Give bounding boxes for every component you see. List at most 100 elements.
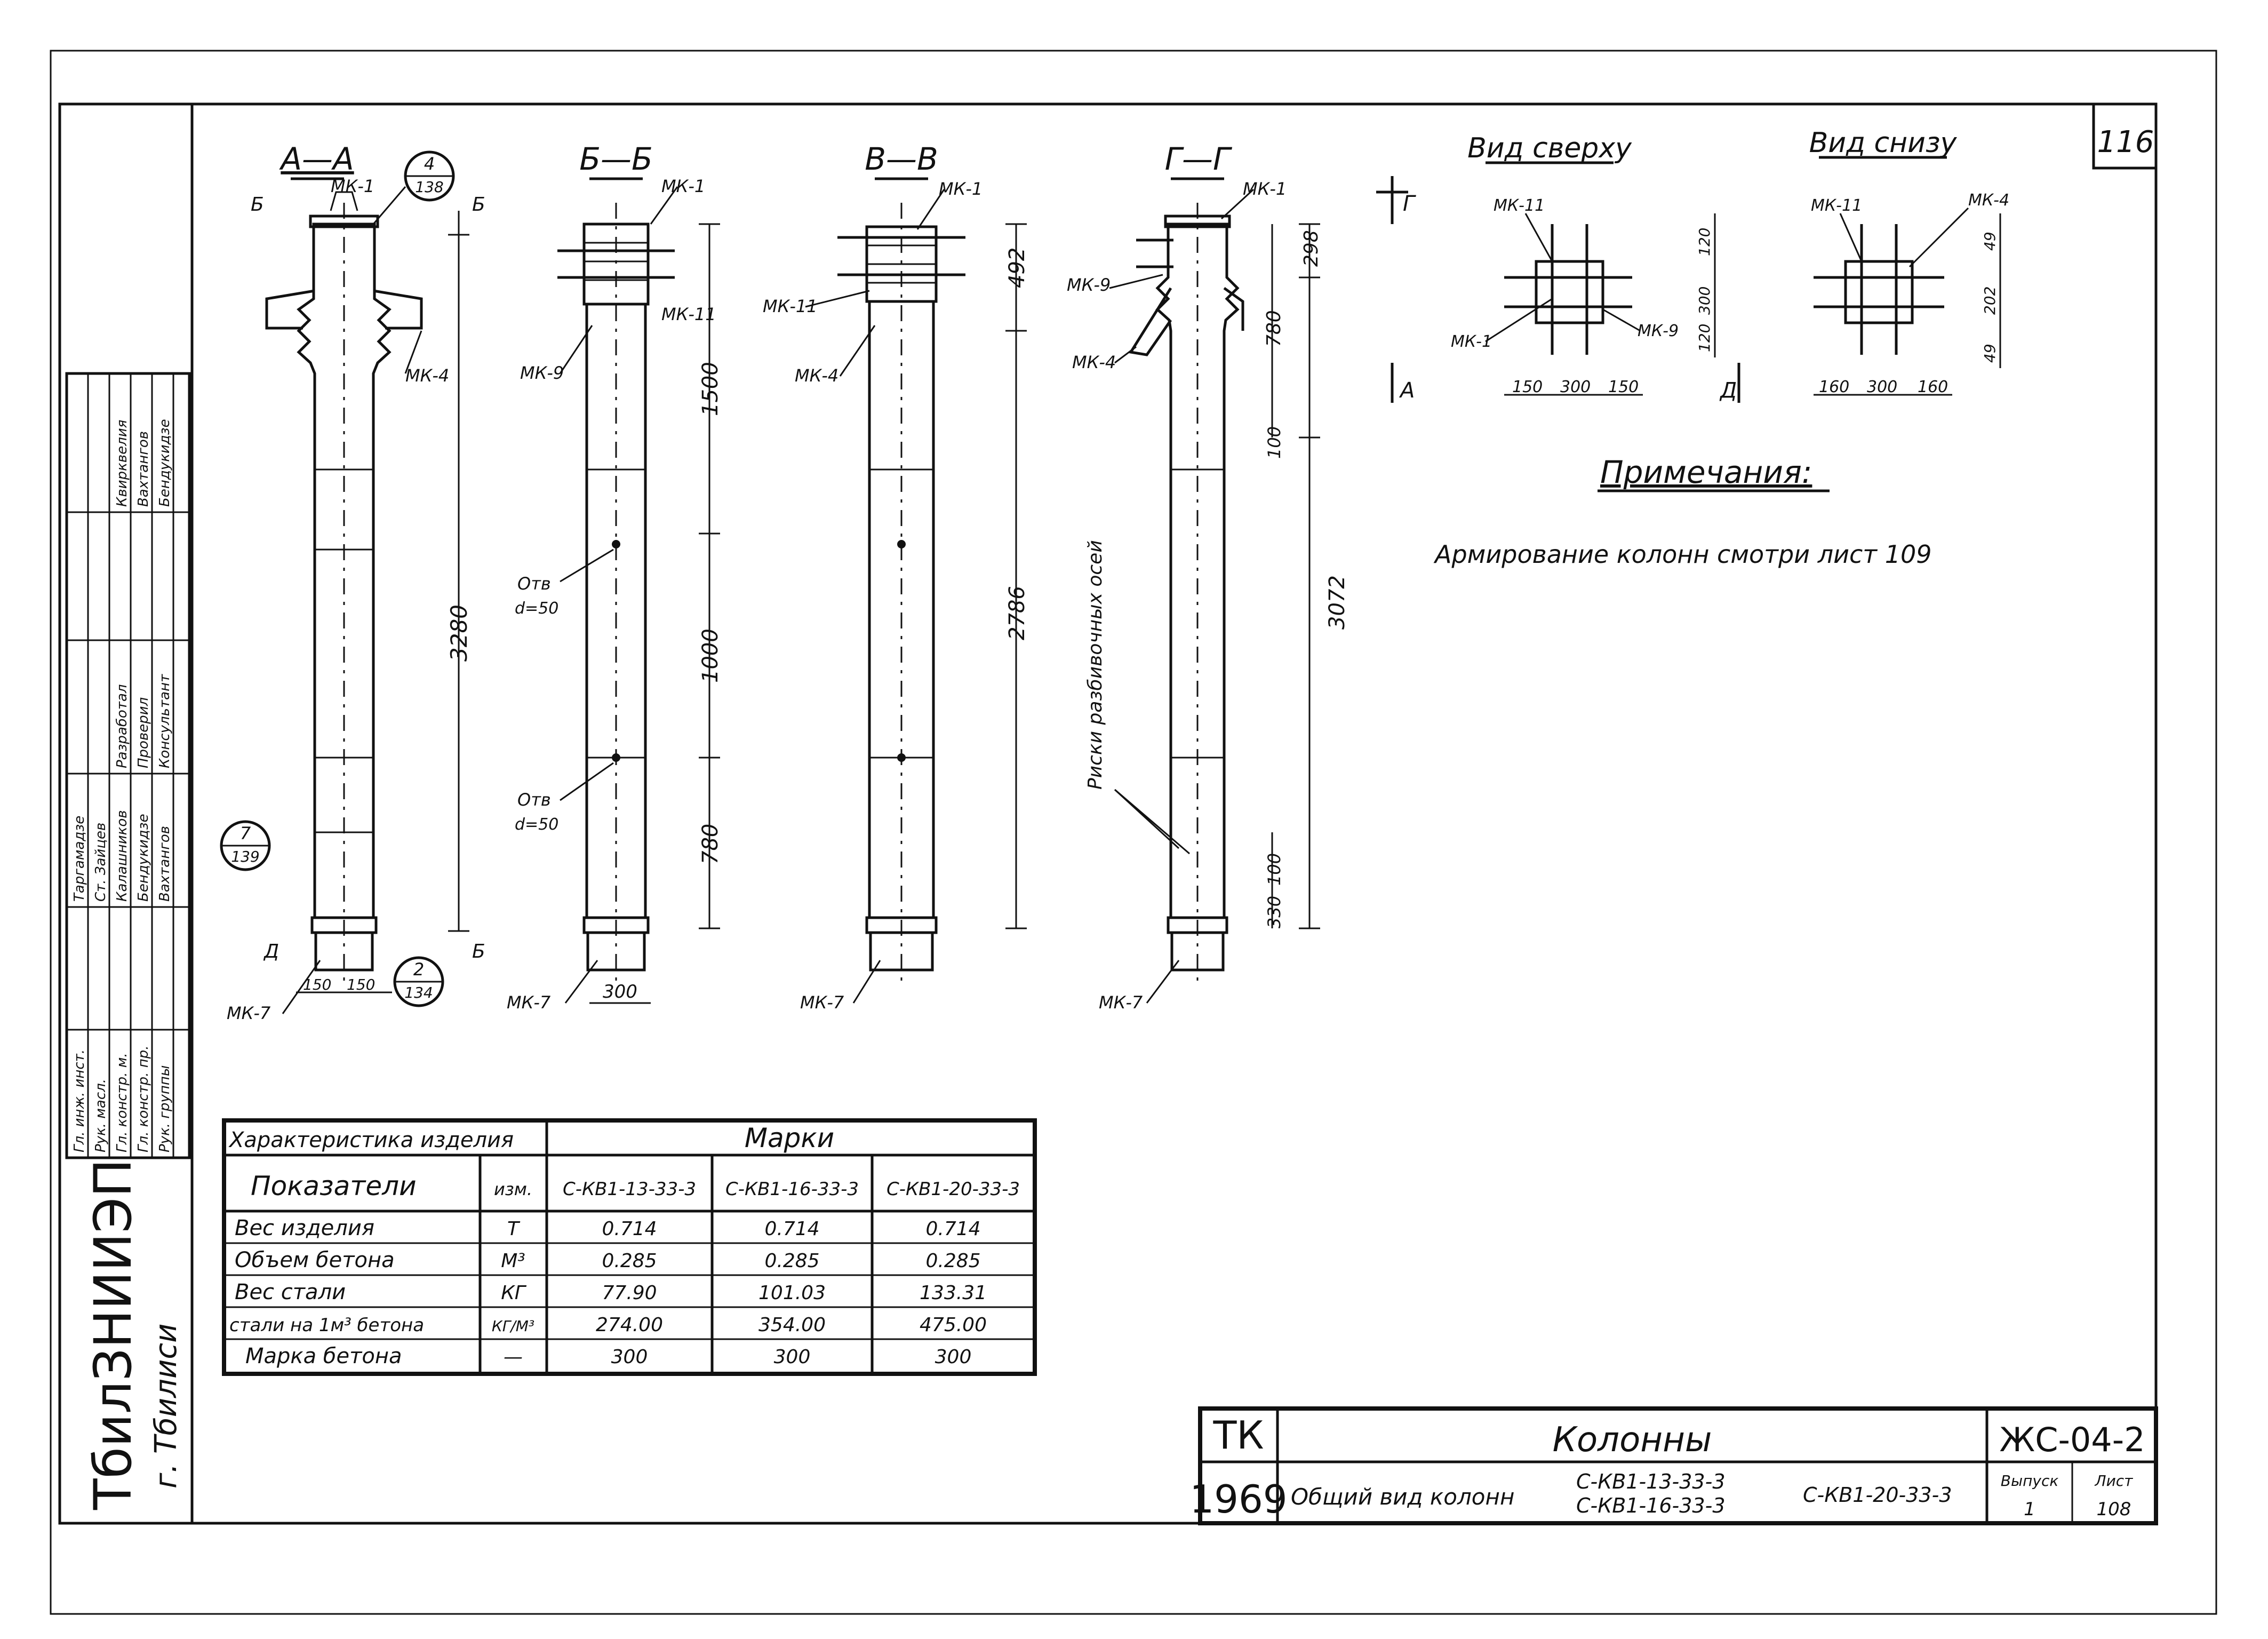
section-gg-title: Г—Г [1165, 141, 1233, 177]
table-row-unit: КГ [501, 1282, 527, 1304]
cut-mark-a: А [1399, 378, 1415, 403]
table-col-mark: С-КВ1-13-33-3 [563, 1179, 696, 1200]
top-mk11-label: МК-11 [1494, 196, 1545, 215]
callout-top: 7 [240, 823, 251, 844]
bottom-dim: 160 [1918, 378, 1948, 396]
top-dim: 300 [1696, 287, 1713, 315]
table-cell: 475.00 [920, 1314, 987, 1336]
table-cell: 101.03 [758, 1282, 826, 1304]
table-row-unit: М³ [501, 1250, 525, 1272]
sheet-number: 116 [2097, 125, 2154, 160]
stamp-col-role: Консультант [157, 674, 173, 768]
callout-bottom: 138 [415, 178, 443, 196]
bottom-dim: 49 [1981, 344, 1999, 363]
dim-1500: 1500 [698, 362, 723, 416]
table-cell: 0.714 [925, 1218, 980, 1240]
year: 1969 [1189, 1477, 1287, 1522]
issue-label: Выпуск [2001, 1472, 2059, 1490]
series-code: ТК [1212, 1413, 1264, 1458]
stamp-col-name: Квирквелия [114, 420, 130, 507]
mark-line: С-КВ1-16-33-3 [1576, 1494, 1726, 1517]
table-cell: 300 [935, 1346, 972, 1368]
bb-hole-label: Отв [517, 574, 551, 594]
dim-1000: 1000 [698, 628, 723, 683]
stamp-role: Рук. масл. [93, 1079, 109, 1152]
dim-100: 100 [1264, 426, 1284, 459]
gg-mk1-label: МК-1 [1243, 179, 1287, 199]
bb-hole-dia: d=50 [515, 599, 558, 618]
bottom-dim: 49 [1981, 232, 1999, 251]
bottom-mk4-label: МК-4 [1968, 191, 2009, 210]
gg-mk4-label: МК-4 [1072, 352, 1116, 372]
aa-mk1-label: МК-1 [331, 176, 374, 196]
dim-330: 330 [1264, 896, 1284, 928]
callout-top: 4 [424, 154, 435, 174]
dim-298: 298 [1300, 230, 1322, 267]
cut-mark-b: Б [472, 194, 485, 216]
stamp-role: Гл. констр. м. [114, 1053, 130, 1152]
dim-780: 780 [698, 824, 723, 864]
vv-mk1-label: МК-1 [939, 179, 983, 199]
column-section-aa: А—А МК-1 МК-4 МК-7 Б Б Д Б 3280 150 150 … [220, 141, 485, 1023]
table-header-right: Марки [745, 1123, 834, 1153]
stamp-role: Рук. группы [157, 1065, 173, 1152]
table-row-unit: — [504, 1346, 523, 1368]
dim-492: 492 [1005, 248, 1029, 288]
table-cell: 77.90 [602, 1282, 657, 1304]
stamp-name: Таргамадзе [71, 816, 87, 902]
aa-mk4-label: МК-4 [405, 365, 449, 386]
table-row-name: Вес изделия [235, 1216, 374, 1240]
inner-border [58, 102, 2158, 1525]
sheet-number-box [2092, 102, 2158, 170]
organization-city: г. Тбилиси [149, 1323, 183, 1489]
bb-mk7-label: МК-7 [507, 992, 551, 1013]
bottom-dim: 202 [1981, 287, 1999, 315]
drawing-title: Колонны [1553, 1420, 1712, 1460]
column-section-gg: Г—Г МК-1 МК-9 МК-4 Риски разбивочных осе… [1067, 141, 1349, 1013]
dim-150: 150 [347, 976, 375, 993]
section-bb-title: Б—Б [579, 141, 653, 177]
section-aa-title: А—А [278, 141, 354, 177]
stamp-name: Бендукидзе [135, 814, 151, 902]
table-cell: 133.31 [920, 1282, 987, 1304]
stamp-role: Гл. инж. инст. [71, 1049, 87, 1152]
bb-mk1-label: МК-1 [661, 176, 705, 196]
cut-mark-b: Б [472, 941, 485, 962]
bottom-dim: 160 [1819, 378, 1849, 396]
mark-line: С-КВ1-20-33-3 [1803, 1483, 1952, 1507]
bb-hole-dia: d=50 [515, 815, 558, 834]
section-vv-title: В—В [865, 141, 938, 177]
top-dim: 300 [1560, 378, 1591, 396]
stamp-name: Калашников [114, 810, 130, 902]
top-dim: 120 [1696, 324, 1713, 352]
table-row-name: Объем бетона [235, 1248, 395, 1272]
stamp-col-name: Бендукидзе [157, 419, 173, 507]
bb-mk11-label: МК-11 [661, 304, 716, 324]
dim-300: 300 [603, 981, 637, 1003]
drawing-subtitle: Общий вид колонн [1291, 1484, 1514, 1510]
dim-100: 100 [1264, 853, 1284, 886]
bottom-view: Вид снизу МК-11 МК-4 160 300 160 49 202 … [1809, 127, 2009, 396]
table-row-unit: КГ/М³ [492, 1317, 534, 1335]
characteristics-table: Характеристика изделия Марки Показатели … [222, 1118, 1037, 1376]
issue-value: 1 [2024, 1499, 2035, 1520]
approval-stamp: Гл. инж. инст. Рук. масл. Гл. констр. м.… [65, 372, 191, 1159]
dim-150: 150 [303, 976, 331, 993]
table-row-unit: Т [507, 1218, 521, 1240]
top-dim: 120 [1696, 228, 1713, 256]
mark-line: С-КВ1-13-33-3 [1576, 1470, 1726, 1493]
table-cell: 300 [611, 1346, 648, 1368]
column-section-vv: В—В МК-1 МК-11 МК-4 МК-7 492 2786 [763, 141, 1029, 1013]
table-cell: 300 [774, 1346, 811, 1368]
list-value: 108 [2097, 1499, 2131, 1520]
bottom-view-title: Вид снизу [1809, 127, 1958, 159]
doc-code: ЖС-04-2 [1999, 1420, 2145, 1459]
top-dim: 150 [1512, 378, 1543, 396]
outer-border [50, 50, 2217, 1615]
top-mk9-label: МК-9 [1638, 322, 1679, 340]
table-cell: 354.00 [758, 1314, 826, 1336]
stamp-name: Вахтангов [157, 826, 173, 902]
top-mk1-label: МК-1 [1451, 332, 1492, 351]
